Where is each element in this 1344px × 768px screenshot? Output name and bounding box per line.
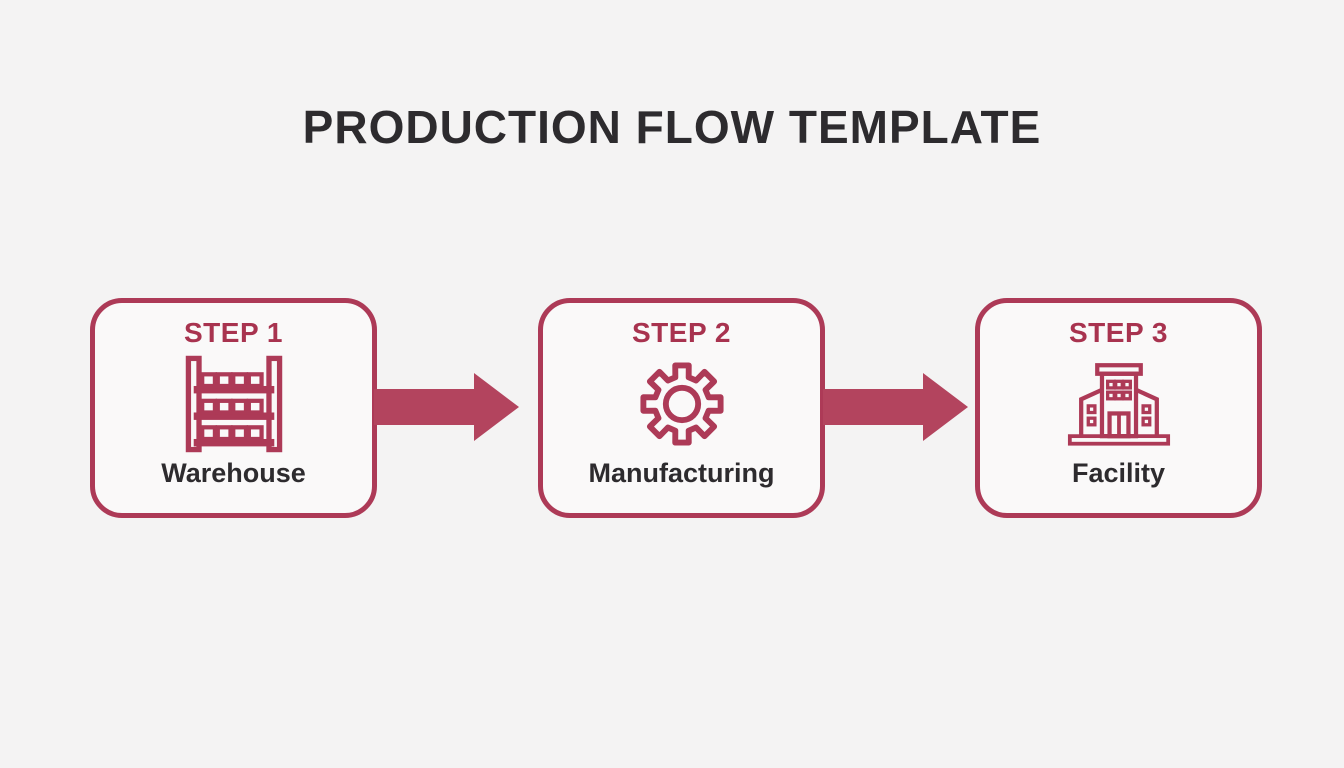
warehouse-rack-icon [181, 351, 287, 457]
step-3-name: Facility [1071, 458, 1166, 488]
gear-icon [633, 351, 731, 457]
step-1-label: STEP 1 [184, 317, 283, 348]
arrow-right-icon [374, 372, 520, 442]
step-2-label: STEP 2 [632, 317, 731, 348]
step-card-2: STEP 2 Manufacturing [538, 298, 825, 518]
step-2-name: Manufacturing [588, 458, 775, 488]
step-1-name: Warehouse [161, 458, 306, 488]
step-card-3: STEP 3 Facility [975, 298, 1262, 518]
step-card-1: STEP 1 Warehouse [90, 298, 377, 518]
building-icon [1067, 351, 1171, 457]
page-title: PRODUCTION FLOW TEMPLATE [302, 101, 1042, 153]
arrow-right-icon [823, 372, 969, 442]
step-3-label: STEP 3 [1069, 317, 1168, 348]
